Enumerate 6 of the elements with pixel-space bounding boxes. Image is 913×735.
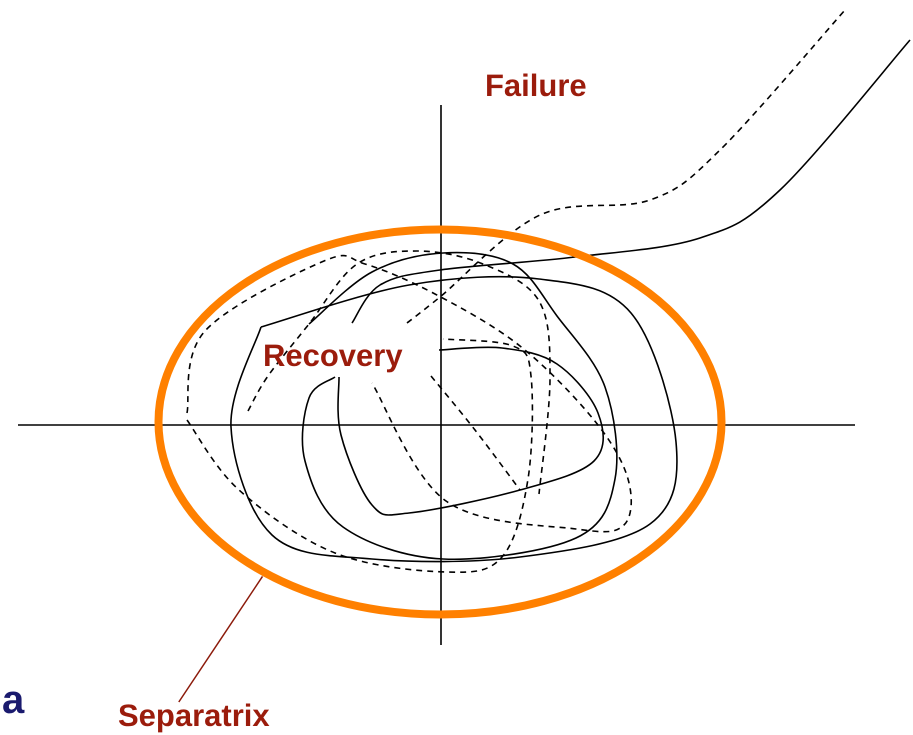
leader-line xyxy=(178,576,264,702)
separatrix-label: Separatrix xyxy=(118,700,270,731)
region-label: Failure xyxy=(485,70,587,101)
panel-letter: a xyxy=(2,680,24,720)
region-label: Recovery xyxy=(263,340,403,371)
separatrix-ellipse xyxy=(154,225,726,619)
